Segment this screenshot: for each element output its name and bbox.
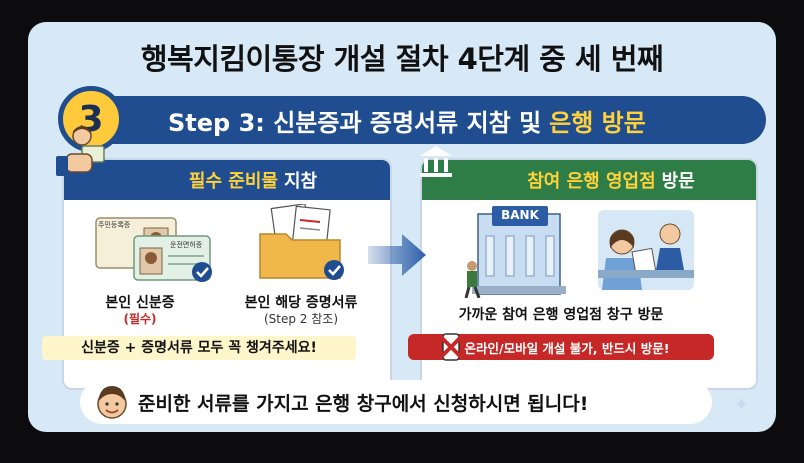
warning-text: ※ 온라인/모바일 개설 불가, 반드시 방문! (448, 340, 670, 356)
sparkle-icon: ✦ (733, 392, 750, 416)
documents-reference-note: (Step 2 참조) (263, 312, 339, 326)
bank-visit-heading: 참여 은행 영업점 방문 (422, 160, 756, 200)
bank-counter-illustration (598, 210, 694, 290)
id-card-text-2: 운전면허증 (170, 241, 203, 249)
bank-visit-heading-highlight: 참여 은행 영업점 (527, 171, 656, 192)
step-banner: Step 3: 신분증과 증명서류 지참 및 은행 방문 (98, 96, 766, 144)
right-arrow-icon (368, 234, 426, 276)
step-highlight: 은행 방문 (549, 108, 646, 137)
required-items-heading: 필수 준비물 지참 (64, 160, 390, 200)
bottom-message: 준비한 서류를 가지고 은행 창구에서 신청하시면 됩니다! (138, 392, 589, 415)
smiling-person-icon (97, 386, 127, 419)
no-phone-icon (438, 333, 464, 361)
hand-holding-card-icon (56, 126, 105, 176)
visit-branch-caption: 가까운 참여 은행 영업점 창구 방문 (458, 307, 664, 323)
bank-visit-heading-rest: 방문 (661, 171, 695, 192)
bank-building-icon (420, 146, 452, 177)
id-card-illustration (95, 217, 212, 282)
documents-label: 본인 해당 증명서류 (244, 295, 358, 311)
id-card-required-note: (필수) (123, 312, 157, 326)
required-items-heading-rest: 지참 (283, 171, 318, 192)
bring-both-note: 신분증 + 증명서류 모두 꼭 챙겨주세요! (42, 336, 356, 360)
required-items-heading-highlight: 필수 준비물 (188, 171, 278, 192)
id-card-text-1: 주민등록증 (98, 221, 131, 229)
step-label: Step 3: 신분증과 증명서류 지참 및 (168, 108, 542, 137)
id-card-label: 본인 신분증 (105, 295, 175, 311)
page-title: 행복지킴이통장 개설 절차 4단계 중 세 번째 (140, 42, 664, 76)
bottom-message-bar: 준비한 서류를 가지고 은행 창구에서 신청하시면 됩니다! (80, 380, 712, 424)
bank-sign: BANK (501, 208, 539, 222)
documents-folder-icon (259, 204, 344, 280)
bank-branch-illustration (464, 206, 566, 298)
